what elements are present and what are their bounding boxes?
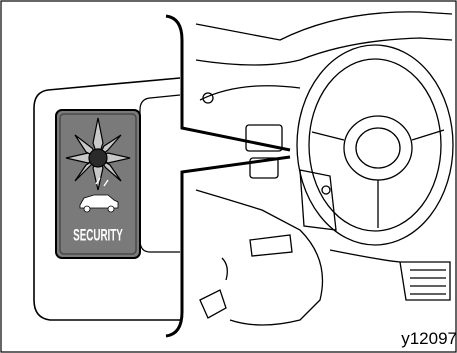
indicator-lamp (89, 149, 107, 167)
indicator-label: SECURITY (73, 226, 123, 244)
figure-code: y12097 (361, 329, 457, 349)
security-indicator: SECURITY (56, 110, 140, 258)
